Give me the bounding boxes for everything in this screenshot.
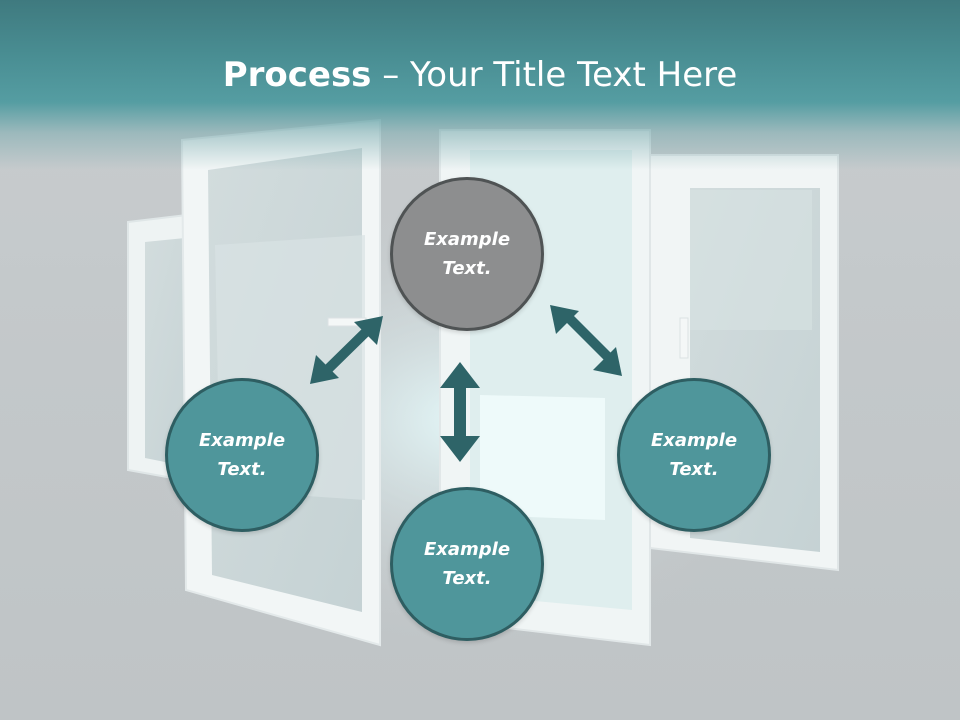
slide-title-bold: Process: [222, 55, 372, 95]
process-node-top-text: Example Text.: [423, 229, 511, 279]
slide-title: Process – Your Title Text Here: [0, 50, 960, 100]
process-node-bottom: Example Text.: [390, 487, 544, 641]
process-node-left-text: Example Text.: [198, 430, 286, 480]
process-node-left: Example Text.: [165, 378, 319, 532]
process-node-right-text: Example Text.: [650, 430, 738, 480]
process-node-bottom-text: Example Text.: [423, 539, 511, 589]
title-band: [0, 0, 960, 170]
process-node-top: Example Text.: [390, 177, 544, 331]
process-node-right: Example Text.: [617, 378, 771, 532]
slide-title-rest: – Your Title Text Here: [371, 55, 738, 95]
